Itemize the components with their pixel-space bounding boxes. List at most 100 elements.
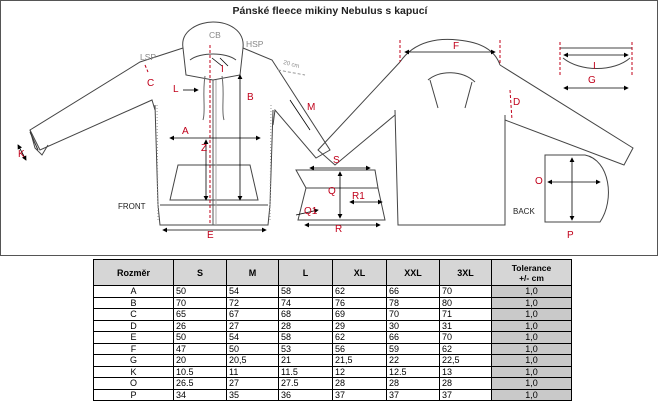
- header-tolerance: Tolerance+/- cm: [491, 259, 572, 286]
- row-label: B: [93, 296, 174, 309]
- label-a: A: [182, 126, 189, 137]
- size-cell: 50: [173, 331, 227, 344]
- size-cell: 71: [439, 308, 492, 321]
- size-cell: 29: [332, 319, 387, 332]
- page-title: Pánské fleece mikiny Nebulus s kapucí: [232, 5, 428, 17]
- size-cell: 80: [439, 296, 492, 309]
- size-cell: 20: [173, 354, 227, 367]
- size-cell: 26.5: [173, 377, 227, 390]
- tolerance-cell: 1,0: [491, 308, 572, 321]
- size-cell: 28: [332, 377, 387, 390]
- size-cell: 68: [278, 308, 333, 321]
- table-header-row: Rozměr S M L XL XXL 3XL Tolerance+/- cm: [93, 259, 572, 286]
- size-cell: 50: [173, 285, 227, 298]
- label-lsp: LSP: [140, 52, 157, 62]
- size-cell: 62: [439, 342, 492, 355]
- label-hsp: HSP: [246, 39, 264, 49]
- size-cell: 37: [386, 388, 440, 401]
- size-cell: 70: [439, 285, 492, 298]
- label-s: S: [333, 155, 340, 166]
- size-cell: 74: [278, 296, 333, 309]
- label-o: O: [535, 176, 543, 187]
- size-cell: 11: [226, 365, 279, 378]
- size-cell: 69: [332, 308, 387, 321]
- header-xxl: XXL: [386, 259, 440, 286]
- row-label: D: [93, 319, 174, 332]
- tolerance-cell: 1,0: [491, 365, 572, 378]
- label-f: F: [453, 41, 460, 52]
- size-cell: 66: [386, 285, 440, 298]
- label-i-front: I: [221, 64, 224, 75]
- size-cell: 28: [278, 319, 333, 332]
- label-c: C: [147, 78, 155, 89]
- size-cell: 37: [332, 388, 387, 401]
- size-cell: 62: [332, 331, 387, 344]
- size-cell: 21,5: [332, 354, 387, 367]
- label-l: L: [173, 84, 179, 95]
- size-cell: 27.5: [278, 377, 333, 390]
- size-cell: 70: [439, 331, 492, 344]
- header-m: M: [226, 259, 279, 286]
- size-cell: 54: [226, 285, 279, 298]
- size-cell: 67: [226, 308, 279, 321]
- label-m: M: [307, 102, 316, 113]
- size-cell: 58: [278, 331, 333, 344]
- size-cell: 20,5: [226, 354, 279, 367]
- size-table: Rozměr S M L XL XXL 3XL Tolerance+/- cm …: [93, 259, 572, 401]
- tolerance-cell: 1,0: [491, 331, 572, 344]
- tolerance-cell: 1,0: [491, 342, 572, 355]
- label-back: BACK: [513, 207, 535, 216]
- header-l: L: [278, 259, 333, 286]
- size-cell: 62: [332, 285, 387, 298]
- label-d: D: [513, 97, 521, 108]
- tolerance-cell: 1,0: [491, 319, 572, 332]
- size-cell: 31: [439, 319, 492, 332]
- size-cell: 47: [173, 342, 227, 355]
- label-z: Z: [201, 143, 208, 154]
- row-label: A: [93, 285, 174, 298]
- size-cell: 37: [439, 388, 492, 401]
- row-label: K: [93, 365, 174, 378]
- row-label: O: [93, 377, 174, 390]
- size-cell: 10.5: [173, 365, 227, 378]
- size-cell: 56: [332, 342, 387, 355]
- size-cell: 11.5: [278, 365, 333, 378]
- row-label: P: [93, 388, 174, 401]
- size-cell: 78: [386, 296, 440, 309]
- size-cell: 26: [173, 319, 227, 332]
- row-label: G: [93, 354, 174, 367]
- label-r: R: [335, 224, 343, 235]
- size-cell: 76: [332, 296, 387, 309]
- label-q: Q: [328, 186, 336, 197]
- label-g: G: [588, 75, 596, 86]
- size-cell: 70: [173, 296, 227, 309]
- label-p: P: [567, 230, 574, 241]
- header-3xl: 3XL: [439, 259, 492, 286]
- label-e: E: [207, 230, 214, 241]
- size-cell: 66: [386, 331, 440, 344]
- size-cell: 12: [332, 365, 387, 378]
- size-cell: 35: [226, 388, 279, 401]
- size-cell: 22,5: [439, 354, 492, 367]
- size-cell: 59: [386, 342, 440, 355]
- size-cell: 21: [278, 354, 333, 367]
- row-label: F: [93, 342, 174, 355]
- header-s: S: [173, 259, 227, 286]
- garment-sketch: [17, 21, 634, 233]
- size-cell: 72: [226, 296, 279, 309]
- label-cb: CB: [209, 30, 221, 40]
- row-label: E: [93, 331, 174, 344]
- header-xl: XL: [332, 259, 387, 286]
- label-b: B: [247, 92, 254, 103]
- size-cell: 34: [173, 388, 227, 401]
- diagram-frame: [0, 0, 658, 256]
